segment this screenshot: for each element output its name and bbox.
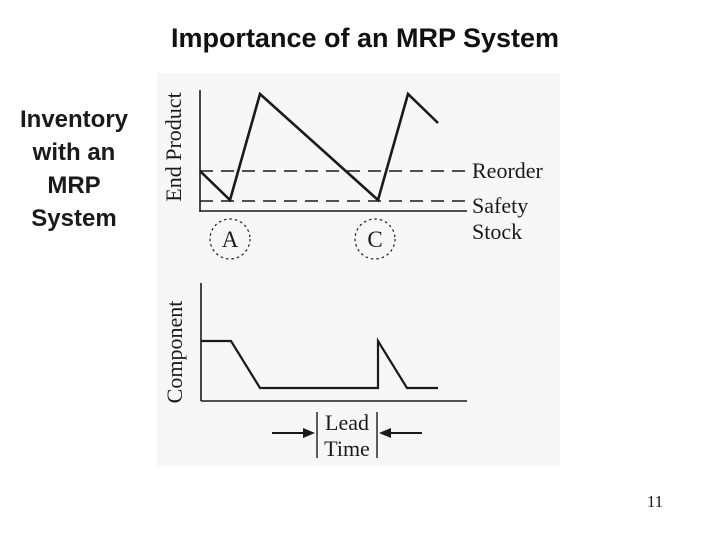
- lead-time-arrow-right-head-icon: [303, 428, 315, 438]
- mrp-inventory-diagram: End Product Reorder Safety Stock A C C: [157, 73, 560, 466]
- end-product-inventory-line: [199, 91, 439, 203]
- safety-stock-label-line1: Safety: [472, 193, 528, 218]
- item-a-circle: [209, 218, 251, 260]
- caption-line: with an: [32, 139, 116, 166]
- component-chart: Component Lead Time: [162, 283, 467, 461]
- lead-time-label-line2: Time: [324, 436, 370, 461]
- mrp-diagram-canvas: End Product Reorder Safety Stock A C C: [161, 90, 544, 461]
- lead-time-arrow-left-head-icon: [379, 428, 391, 438]
- safety-stock-label-line2: Stock: [472, 219, 522, 244]
- item-a-label: A: [222, 227, 239, 252]
- item-marker-c: C: [354, 218, 396, 260]
- slide-title: Importance of an MRP System: [170, 23, 560, 53]
- caption-line: System: [31, 205, 117, 232]
- item-marker-a: A: [209, 218, 251, 260]
- page-number: 11: [646, 492, 664, 511]
- end-product-chart: End Product Reorder Safety Stock A C: [161, 90, 544, 260]
- lead-time-annotation: Lead Time: [272, 410, 422, 461]
- item-c-circle: [354, 218, 396, 260]
- caption-line: MRP: [47, 172, 101, 199]
- item-c-label: C: [367, 227, 382, 252]
- end-product-axis-label: End Product: [161, 92, 186, 201]
- component-axis-label: Component: [162, 301, 187, 404]
- lead-time-label-line1: Lead: [325, 410, 369, 435]
- component-inventory-line: [201, 337, 438, 390]
- reorder-label: Reorder: [472, 158, 544, 183]
- caption-inventory-with-mrp: Inventory with an MRP System: [4, 103, 144, 235]
- caption-line: Inventory: [19, 106, 129, 133]
